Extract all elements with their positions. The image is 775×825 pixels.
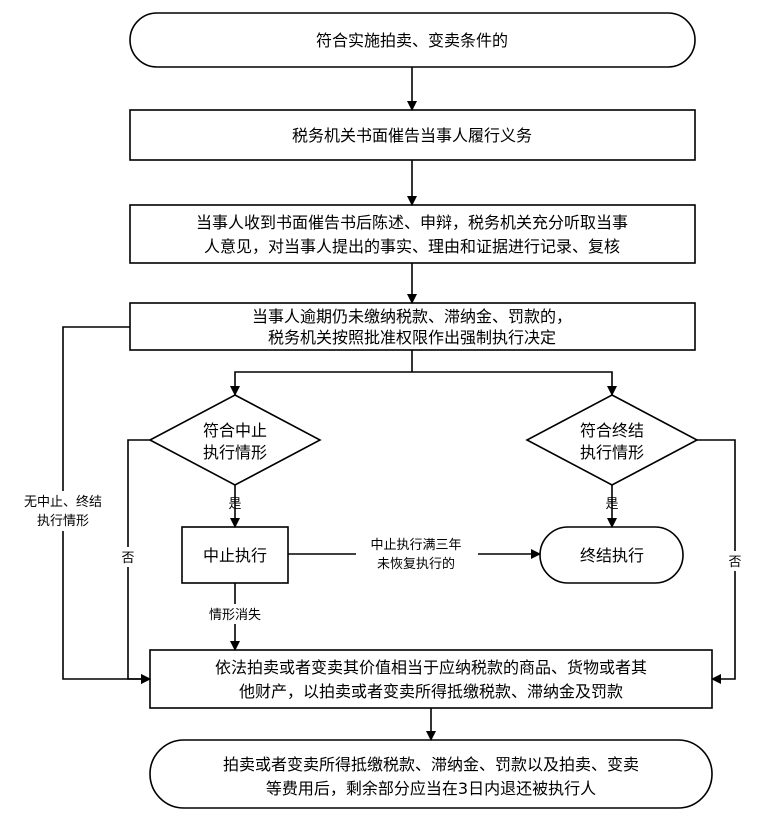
end-node-label-line1: 拍卖或者变卖所得抵缴税款、滞纳金、罚款以及拍卖、变卖 (223, 755, 639, 774)
terminate-condition-label-line2: 执行情形 (580, 443, 644, 462)
statement-node-label-line2: 人意见，对当事人提出的事实、理由和证据进行记录、复核 (204, 237, 620, 256)
urge-node-label: 税务机关书面催告当事人履行义务 (292, 126, 532, 145)
auction-node-label-line2: 他财产，以拍卖或者变卖所得抵缴税款、滞纳金及罚款 (239, 682, 623, 701)
circumstance-gone-label-bg (200, 604, 270, 624)
none-label-line1: 无中止、终结 (24, 494, 102, 510)
terminate-execution-label: 终结执行 (580, 546, 644, 565)
terminate-condition-label-line1: 符合终结 (580, 421, 644, 440)
statement-node-label-line1: 当事人收到书面催告书后陈述、申辩，税务机关充分听取当事 (196, 213, 628, 232)
suspend-condition-diamond (148, 394, 322, 486)
edge-split-to-suspend-condition (230, 371, 412, 396)
start-node-label: 符合实施拍卖、变卖条件的 (316, 31, 508, 50)
auction-node-label-line1: 依法拍卖或者变卖其价值相当于应纳税款的商品、货物或者其 (215, 658, 647, 677)
three-years-label-line2: 未恢复执行的 (377, 556, 455, 572)
none-label-bg (14, 491, 114, 531)
no-label-suspend: 否 (121, 551, 134, 566)
enforcement-decision-node (129, 302, 696, 351)
auction-node (149, 649, 713, 709)
suspend-condition-label-line2: 执行情形 (203, 443, 267, 462)
suspend-condition-label-line1: 符合中止 (203, 421, 267, 440)
no-label-terminate-bg (726, 551, 744, 571)
end-node-label-line2: 等费用后，剩余部分应当在3日内退还被执行人 (266, 779, 596, 798)
enforcement-decision-label-line1: 当事人逾期仍未缴纳税款、滞纳金、罚款的， (252, 307, 572, 326)
urge-node (129, 109, 696, 161)
yes-label-suspend: 是 (228, 497, 241, 512)
edge-split-to-terminate-condition (412, 371, 617, 396)
yes-label-terminate: 是 (605, 497, 618, 512)
enforcement-decision-label-line2: 税务机关按照批准权限作出强制执行决定 (268, 328, 556, 347)
three-years-label-bg (356, 535, 478, 573)
no-label-terminate: 否 (728, 555, 741, 570)
none-label-line2: 执行情形 (37, 514, 89, 529)
no-label-suspend-bg (119, 547, 137, 567)
terminate-condition-diamond (525, 394, 699, 486)
suspend-execution-label: 中止执行 (203, 546, 267, 565)
circumstance-gone-label: 情形消失 (209, 608, 261, 623)
three-years-label-line1: 中止执行满三年 (370, 538, 461, 553)
